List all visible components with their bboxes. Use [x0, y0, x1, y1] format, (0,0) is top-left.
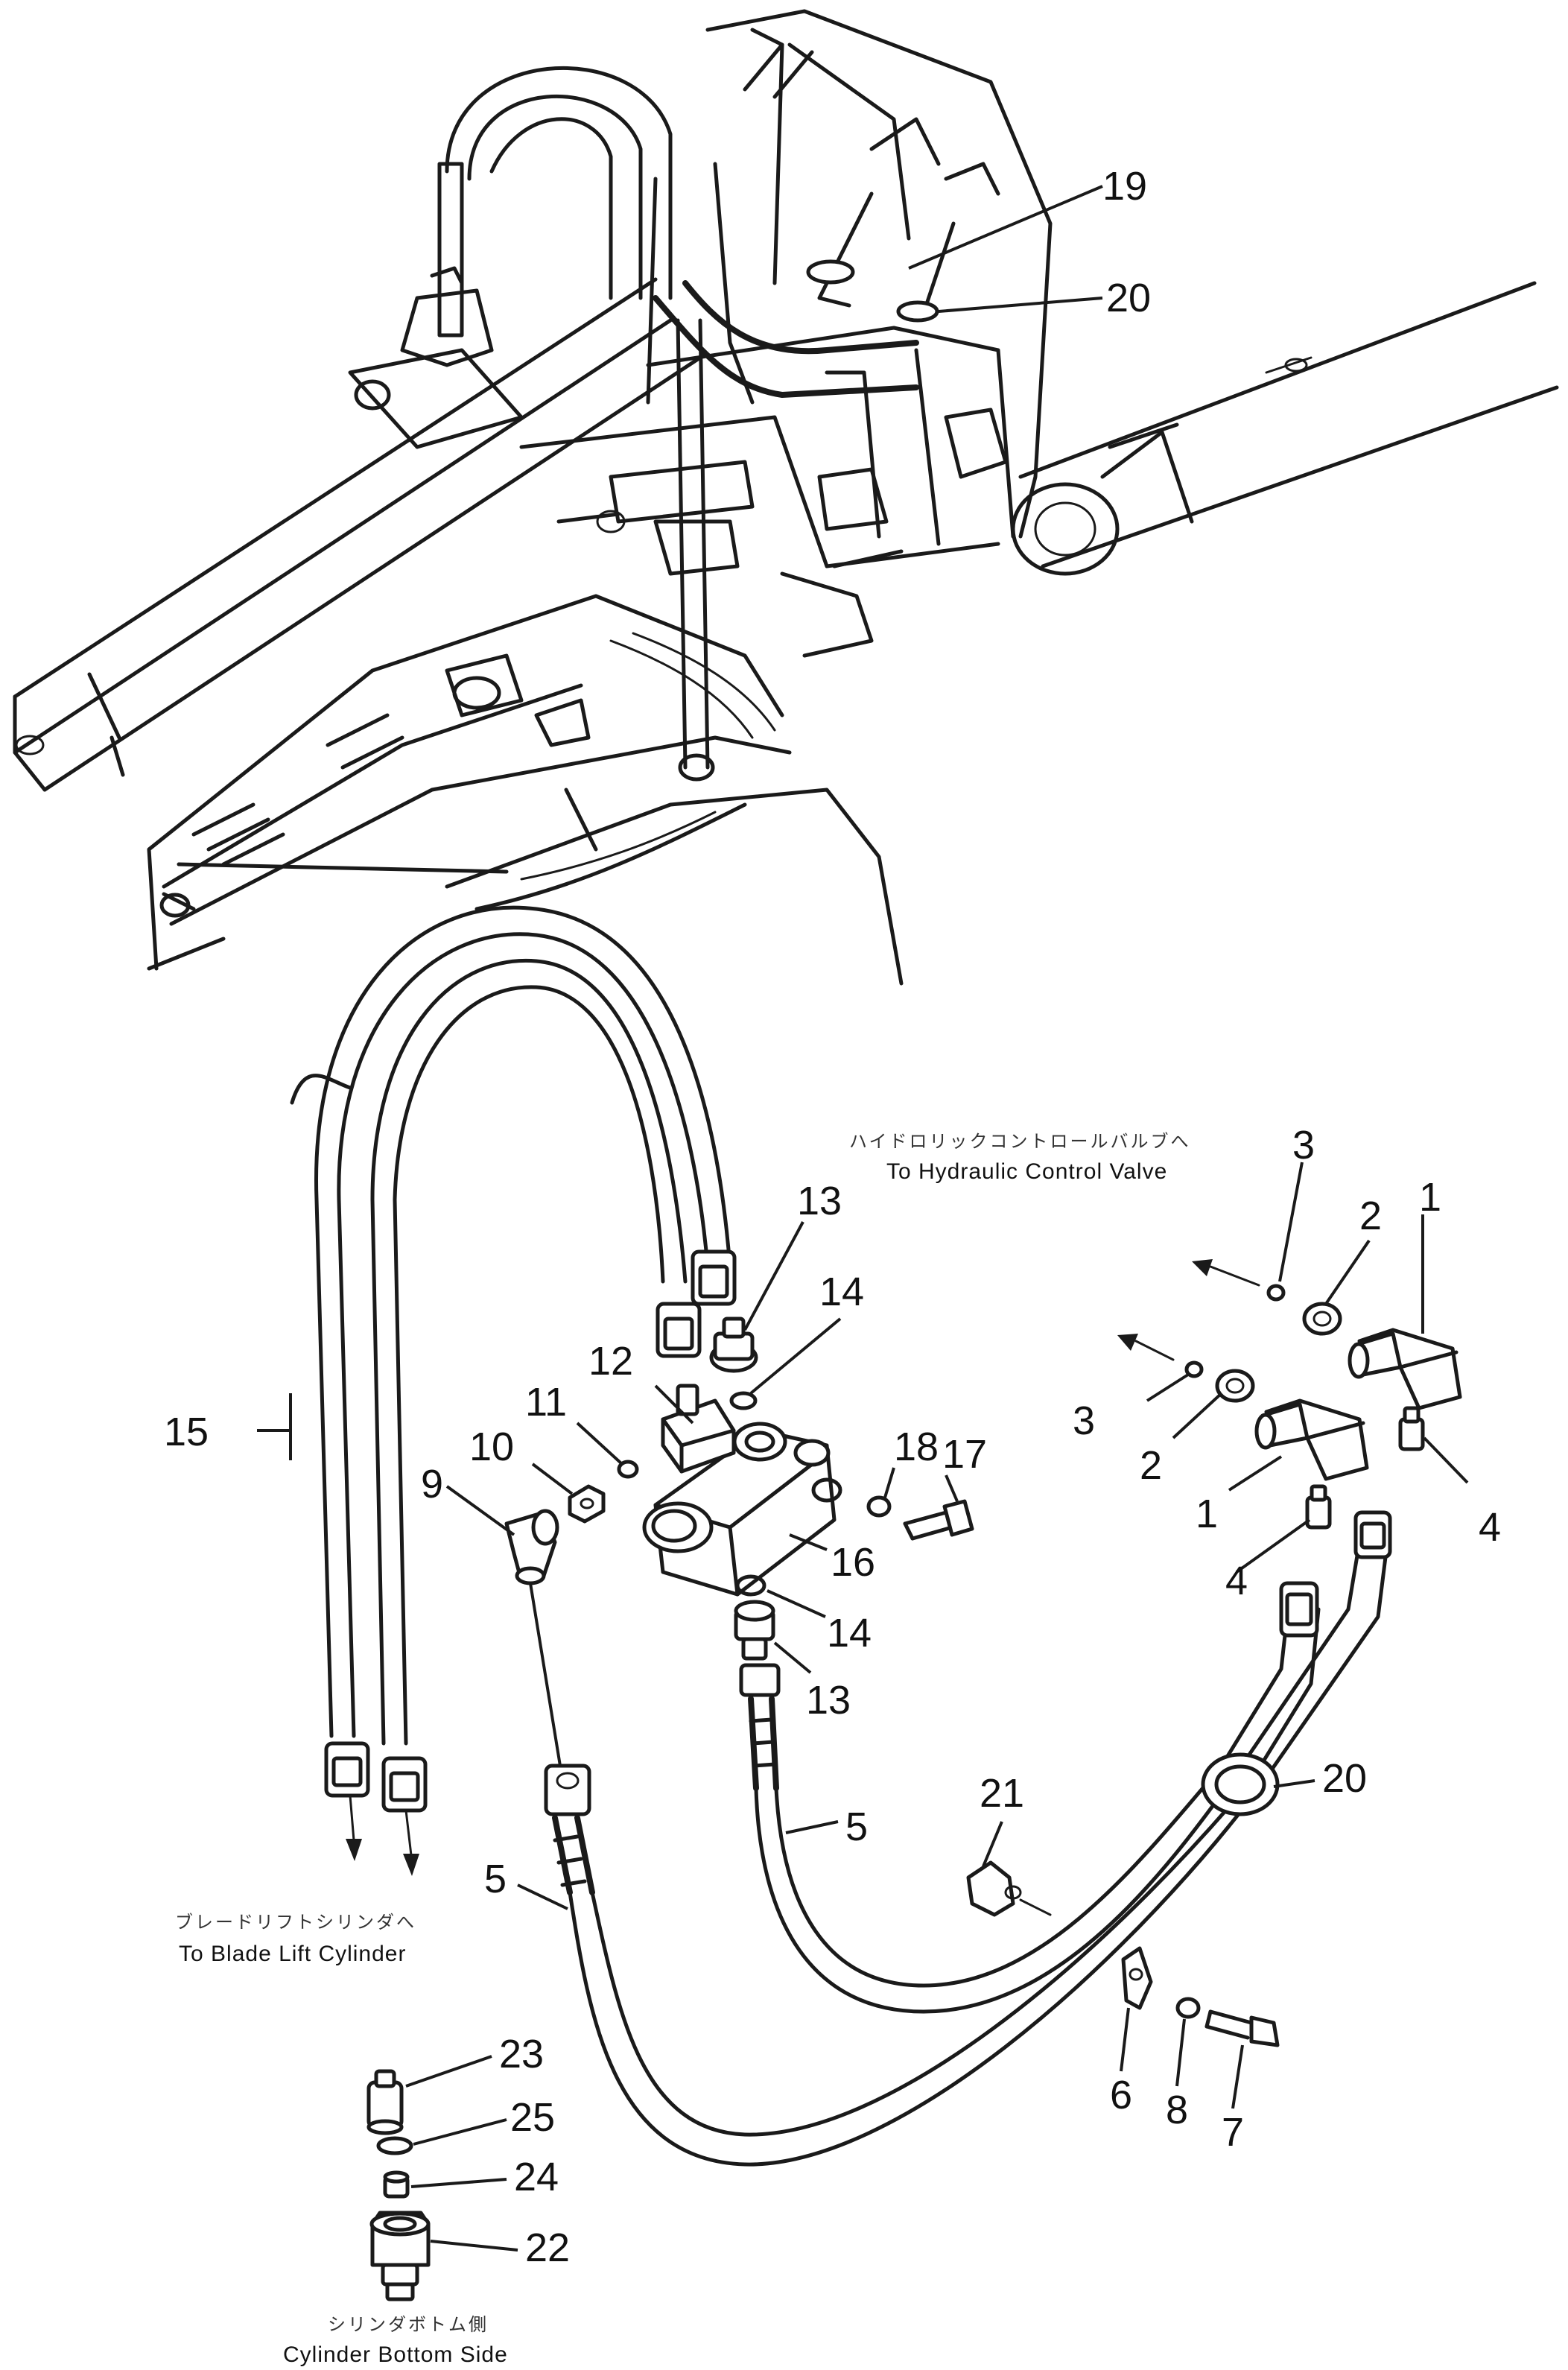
clamp-21 — [966, 1860, 1052, 1917]
callout-2-upper: 2 — [1359, 1194, 1382, 1238]
blade-lift-hose-assembly — [290, 905, 737, 1876]
callout-21: 21 — [980, 1771, 1024, 1816]
callout-25: 25 — [510, 2095, 555, 2140]
callout-14-upper: 14 — [819, 1270, 864, 1314]
connector-block — [661, 1384, 736, 1474]
callout-19: 19 — [1102, 164, 1147, 209]
note-control-valve: To Hydraulic Control Valve — [886, 1159, 1167, 1184]
callout-5-left: 5 — [484, 1857, 507, 1901]
hose-5 — [544, 1510, 1392, 2167]
upper-hose-bundle — [445, 42, 1000, 405]
callout-22: 22 — [525, 2225, 570, 2270]
nut — [568, 1484, 606, 1524]
washer-8 — [1175, 1997, 1201, 2019]
o-ring-lower — [735, 1574, 766, 1597]
callout-20-top: 20 — [1106, 276, 1151, 320]
note-cylinder-bottom: Cylinder Bottom Side — [283, 2342, 508, 2367]
washer-18 — [866, 1495, 892, 1518]
callout-18: 18 — [894, 1425, 939, 1469]
callout-4-left: 4 — [1225, 1559, 1248, 1603]
callout-20-lower: 20 — [1322, 1756, 1367, 1801]
callout-10: 10 — [469, 1425, 514, 1469]
callout-7: 7 — [1222, 2110, 1244, 2155]
elbow-body-upper — [1348, 1328, 1462, 1410]
callout-1-lower: 1 — [1196, 1492, 1218, 1536]
blade-lift-hose-end — [324, 1741, 428, 1813]
callout-17: 17 — [942, 1432, 987, 1477]
callout-11: 11 — [525, 1380, 567, 1425]
nut-2-upper — [1302, 1302, 1342, 1336]
rear-casting — [519, 9, 1053, 658]
grommet-20 — [1201, 1752, 1280, 1816]
callout-2-lower: 2 — [1140, 1443, 1162, 1488]
o-ring-3-lower — [1184, 1360, 1204, 1378]
callout-8: 8 — [1166, 2088, 1188, 2132]
note-blade-lift-jp: ブレードリフトシリンダへ — [175, 1912, 416, 1933]
fitting-23 — [366, 2069, 404, 2135]
callout-16: 16 — [831, 1540, 875, 1585]
callout-4-right: 4 — [1479, 1505, 1501, 1550]
callout-9: 9 — [421, 1462, 443, 1506]
o-ring-upper — [729, 1391, 758, 1410]
elbow-fitting — [504, 1509, 559, 1585]
fitting-4-right — [1398, 1406, 1425, 1451]
callout-24: 24 — [514, 2155, 559, 2199]
main-frame-beam — [13, 277, 702, 792]
callout-numbers: 19 20 13 14 12 11 10 9 15 16 18 17 14 13… — [164, 164, 1501, 2270]
small-ring — [617, 1460, 639, 1479]
callout-1-upper: 1 — [1419, 1175, 1441, 1220]
control-rod — [556, 318, 755, 782]
callout-6: 6 — [1110, 2073, 1132, 2117]
callout-15: 15 — [164, 1410, 209, 1454]
note-blade-lift: To Blade Lift Cylinder — [179, 1942, 406, 1966]
callout-13-upper: 13 — [797, 1179, 842, 1223]
nut-2-lower — [1215, 1369, 1255, 1403]
callout-23: 23 — [499, 2032, 544, 2076]
callout-3-lower: 3 — [1073, 1398, 1095, 1443]
callout-13-lower: 13 — [806, 1678, 851, 1723]
union-22 — [369, 2211, 431, 2301]
callout-5-right: 5 — [845, 1805, 868, 1849]
bolt-7 — [1204, 2009, 1280, 2047]
note-cylinder-bottom-jp: シリンダボトム側 — [328, 2314, 489, 2335]
plug-24 — [383, 2170, 410, 2199]
callout-12: 12 — [588, 1339, 633, 1384]
callout-3-upper: 3 — [1292, 1123, 1315, 1167]
adapter-upper — [709, 1317, 758, 1373]
fitting-4-left — [1305, 1484, 1332, 1530]
note-control-valve-jp: ハイドロリックコントロールバルブへ — [849, 1131, 1191, 1152]
bolt-17 — [903, 1499, 974, 1541]
left-bracket — [348, 162, 524, 449]
clamp-6 — [1121, 1946, 1153, 2010]
callout-14-lower: 14 — [827, 1611, 872, 1655]
right-cylinder — [1011, 281, 1559, 576]
leader-lines — [257, 185, 1469, 2252]
flow-notes: ハイドロリックコントロールバルブへ To Hydraulic Control V… — [175, 1131, 1191, 2367]
elbow-body-lower — [1254, 1398, 1369, 1481]
o-ring-25 — [376, 2136, 413, 2155]
machine-assembly-view — [13, 9, 1559, 986]
o-ring-3-upper — [1266, 1284, 1286, 1302]
hose-end-fitting — [656, 1249, 737, 1358]
adapter-lower — [734, 1600, 775, 1661]
ring-gear-assembly — [147, 594, 904, 986]
valve-block — [642, 1422, 842, 1597]
